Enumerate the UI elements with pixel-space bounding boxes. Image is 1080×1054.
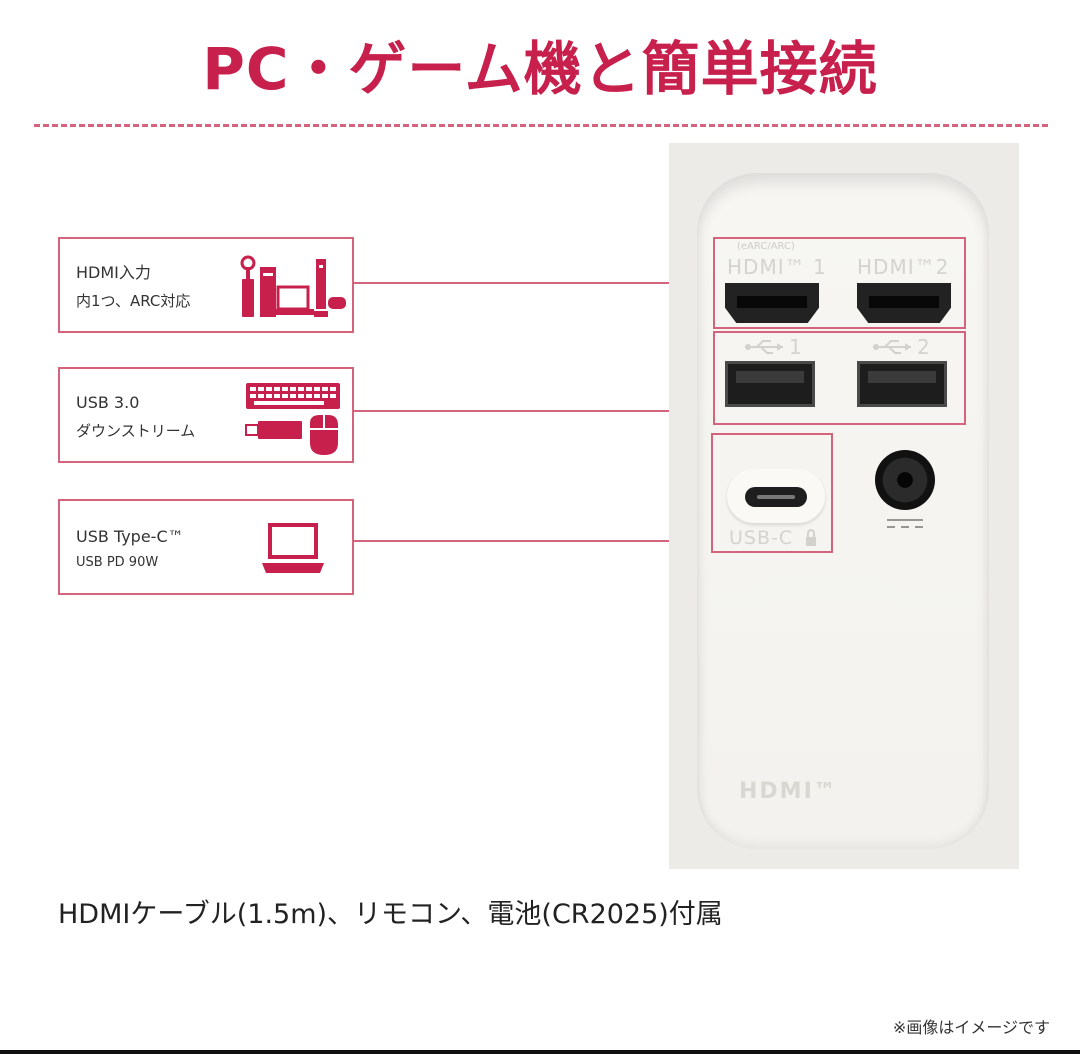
keyboard-usb-stick-mouse-icon: [245, 383, 340, 455]
laptop-icon: [262, 523, 324, 573]
callout-hdmi-line2: 内1つ、ARC対応: [76, 292, 191, 310]
callout-usb-line2: ダウンストリーム: [76, 422, 196, 440]
callout-usbc-line2: USB PD 90W: [76, 555, 159, 570]
usb1-port[interactable]: [725, 361, 815, 407]
hdmi1-port[interactable]: [725, 283, 819, 323]
hdmi2-port[interactable]: [857, 283, 951, 323]
hdmi-connector-line: [354, 282, 714, 284]
callout-hdmi-line1: HDMI入力: [76, 263, 151, 282]
hdmi2-label: HDMI™2: [857, 255, 950, 279]
bottom-border: [0, 1050, 1080, 1054]
usb-highlight-box: [713, 331, 966, 425]
included-accessories-text: HDMIケーブル(1.5m)、リモコン、電池(CR2025)付属: [58, 899, 723, 930]
pc-and-game-console-icon: [240, 255, 346, 317]
hdmi-earc-label: (eARC/ARC): [737, 241, 795, 252]
usb1-symbol-icon: [745, 340, 783, 354]
usbc-highlight-box: [711, 433, 833, 553]
usb1-label: 1: [789, 335, 803, 359]
usb2-port[interactable]: [857, 361, 947, 407]
port-recess: (eARC/ARC) HDMI™ 1 HDMI™2 1 2: [697, 173, 989, 849]
usbc-recess: [727, 469, 825, 523]
usb2-symbol-icon: [873, 340, 911, 354]
callout-usbc: USB Type-C™ USB PD 90W: [58, 499, 354, 595]
callout-usb-line1: USB 3.0: [76, 393, 140, 412]
page-title: PC・ゲーム機と簡単接続: [202, 35, 878, 103]
callout-usb: USB 3.0 ダウンストリーム: [58, 367, 354, 463]
lock-icon: [806, 529, 816, 546]
callout-usbc-line1: USB Type-C™: [76, 527, 184, 546]
dc-power-symbol-icon: [887, 519, 923, 528]
dashed-divider: [34, 124, 1048, 127]
callout-hdmi: HDMI入力 内1つ、ARC対応: [58, 237, 354, 333]
usbc-port[interactable]: [745, 487, 807, 507]
usbc-connector-line: [354, 540, 710, 542]
usb-connector-line: [354, 410, 714, 412]
hdmi-highlight-box: [713, 237, 966, 329]
monitor-port-panel: (eARC/ARC) HDMI™ 1 HDMI™2 1 2: [669, 143, 1019, 869]
dc-power-port[interactable]: [875, 450, 935, 510]
image-disclaimer-note: ※画像はイメージです: [892, 1018, 1050, 1037]
hdmi1-label: HDMI™ 1: [727, 255, 827, 279]
usbc-label: USB-C: [729, 527, 794, 549]
usb2-label: 2: [917, 335, 931, 359]
hdmi-logo: HDMI™: [739, 779, 838, 804]
